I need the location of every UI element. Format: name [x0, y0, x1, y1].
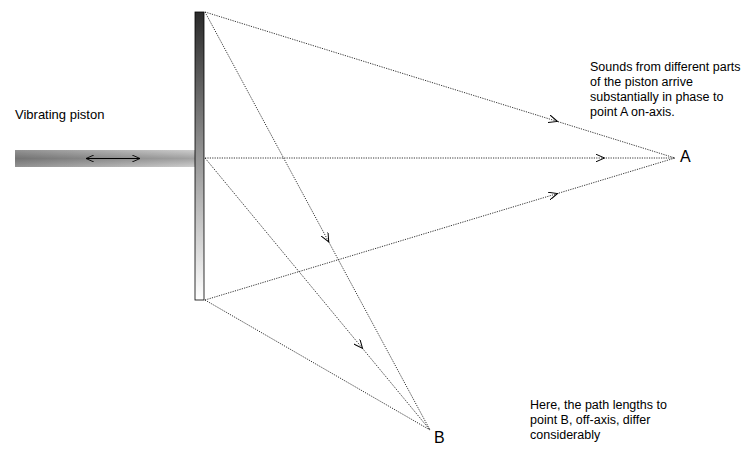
note-text: Here, the path lengths to point B, off-a…: [530, 398, 690, 443]
piston-rod: [15, 150, 195, 167]
piston-rod-shade: [15, 150, 195, 167]
ray-to-b: [205, 158, 430, 430]
piston-plate: [195, 12, 204, 300]
point-label: A: [680, 148, 710, 166]
part-label: Vibrating piston: [15, 107, 175, 122]
ray-to-b: [205, 12, 430, 430]
ray-to-b: [205, 300, 430, 430]
ray-to-a: [205, 158, 675, 159]
vibration-arrow: [86, 158, 140, 159]
point-label: B: [434, 429, 464, 447]
ray-to-a: [205, 158, 675, 300]
note-text: Sounds from different parts of the pisto…: [590, 60, 742, 120]
